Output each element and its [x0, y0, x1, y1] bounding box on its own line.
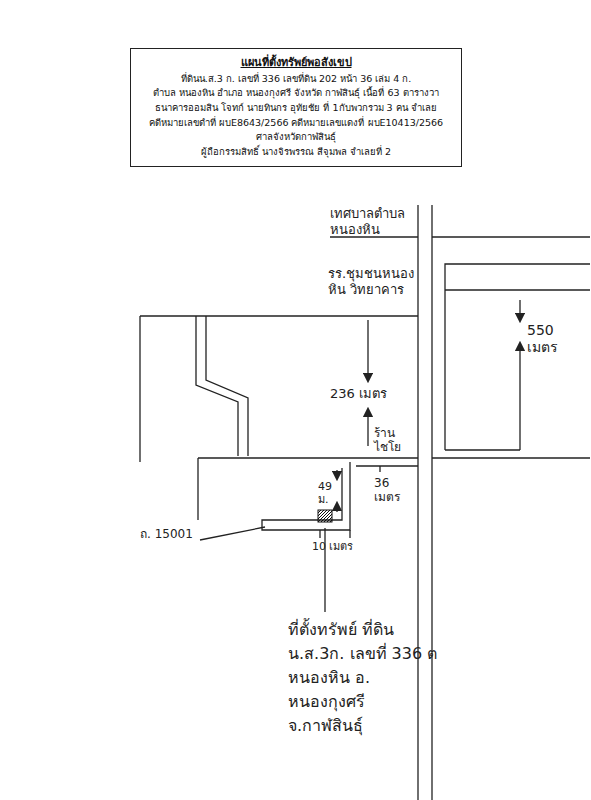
- map-label: เทศบาลตำบลหนองหิน: [330, 206, 422, 237]
- header-line: ตำบล หนองหิน อำเภอ หนองกุงศรี จังหวัด กา…: [139, 86, 453, 101]
- header-line: ผู้ถือกรรมสิทธิ์ นางจิรพรรณ สีจุมพล จำเล…: [139, 145, 453, 160]
- property-note: ที่ตั้งทรัพย์ ที่ดิน น.ส.3ก. เลขที่ 336 …: [288, 618, 438, 738]
- map-label: 236 เมตร: [330, 386, 400, 402]
- map-label: 550 เมตร: [527, 322, 587, 356]
- map-label: 49 ม.: [318, 480, 338, 506]
- map-label: ถ. 15001: [140, 527, 200, 541]
- header-box: แผนที่ตั้งทรัพย์พอสังเขปที่ดินน.ส.3 ก. เ…: [130, 48, 462, 167]
- map-label: 10 เมตร: [312, 540, 356, 553]
- map-title: แผนที่ตั้งทรัพย์พอสังเขป: [139, 55, 453, 72]
- map-label: ร้านไชโย: [374, 426, 416, 455]
- map-label: 36 เมตร: [374, 476, 414, 505]
- header-line: คดีหมายเลขดำที่ ผบE8643/2566 คดีหมายเลขแ…: [139, 116, 453, 145]
- map-label: รร.ชุมชนหนองหิน วิทยาคาร: [328, 266, 416, 297]
- header-line: ที่ดินน.ส.3 ก. เลขที่ 336 เลขที่ดิน 202 …: [139, 72, 453, 87]
- header-line: ธนาคารออมสิน โจทก์ นายทินกร อุทัยชัย ที่…: [139, 101, 453, 116]
